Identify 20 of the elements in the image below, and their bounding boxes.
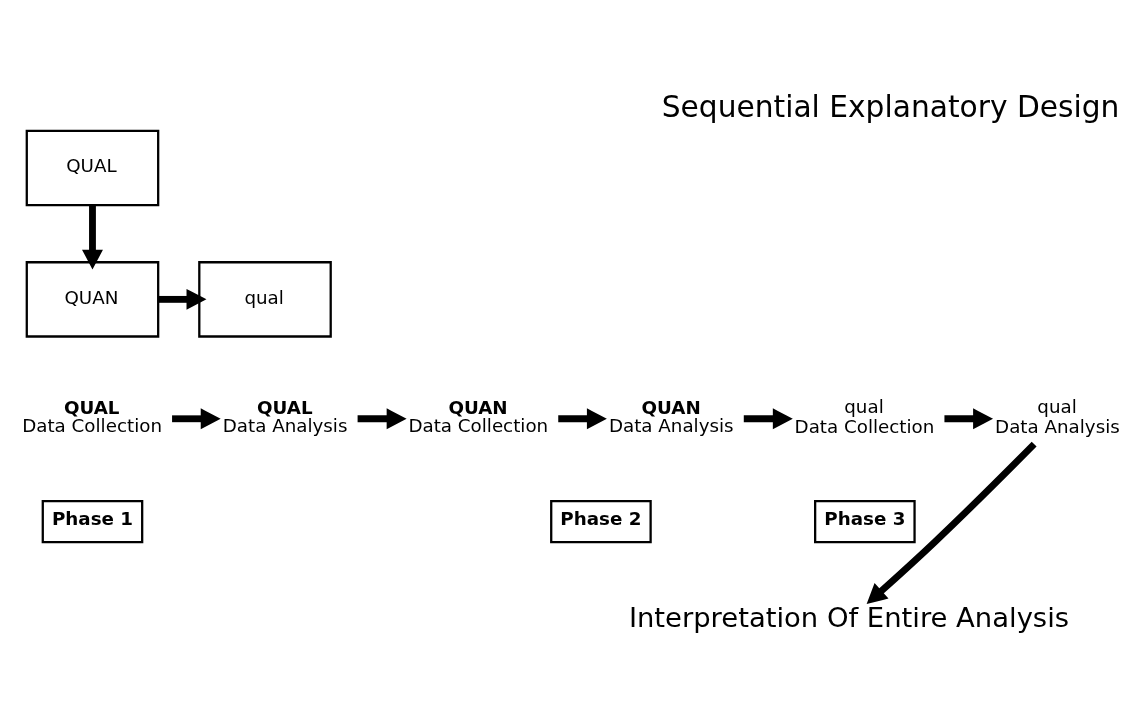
node-text: qual Data Collection — [794, 395, 935, 437]
node-text: Interpretation Of Entire Analysis — [628, 601, 1070, 633]
node-box: QUAN — [25, 260, 160, 338]
arrow — [158, 288, 207, 310]
node-box: Phase 3 — [814, 499, 916, 543]
node-box: qual — [198, 260, 332, 338]
node-text: QUAN Data Collection — [408, 396, 549, 436]
arrow — [743, 407, 793, 429]
node-text: QUAN Data Analysis — [608, 396, 734, 436]
node-box: QUAL — [25, 129, 160, 206]
node-box: Phase 2 — [550, 499, 652, 543]
node-text: qual Data Analysis — [995, 395, 1120, 437]
node-box: Phase 1 — [41, 499, 144, 543]
arrow — [866, 441, 1037, 604]
arrow — [944, 407, 994, 429]
node-text: QUAL Data Collection — [22, 396, 162, 436]
node-text: QUAL Data Analysis — [222, 396, 348, 436]
arrow — [357, 407, 407, 429]
arrow — [82, 204, 103, 270]
diagram-title: Sequential Explanatory Design — [661, 88, 1120, 124]
